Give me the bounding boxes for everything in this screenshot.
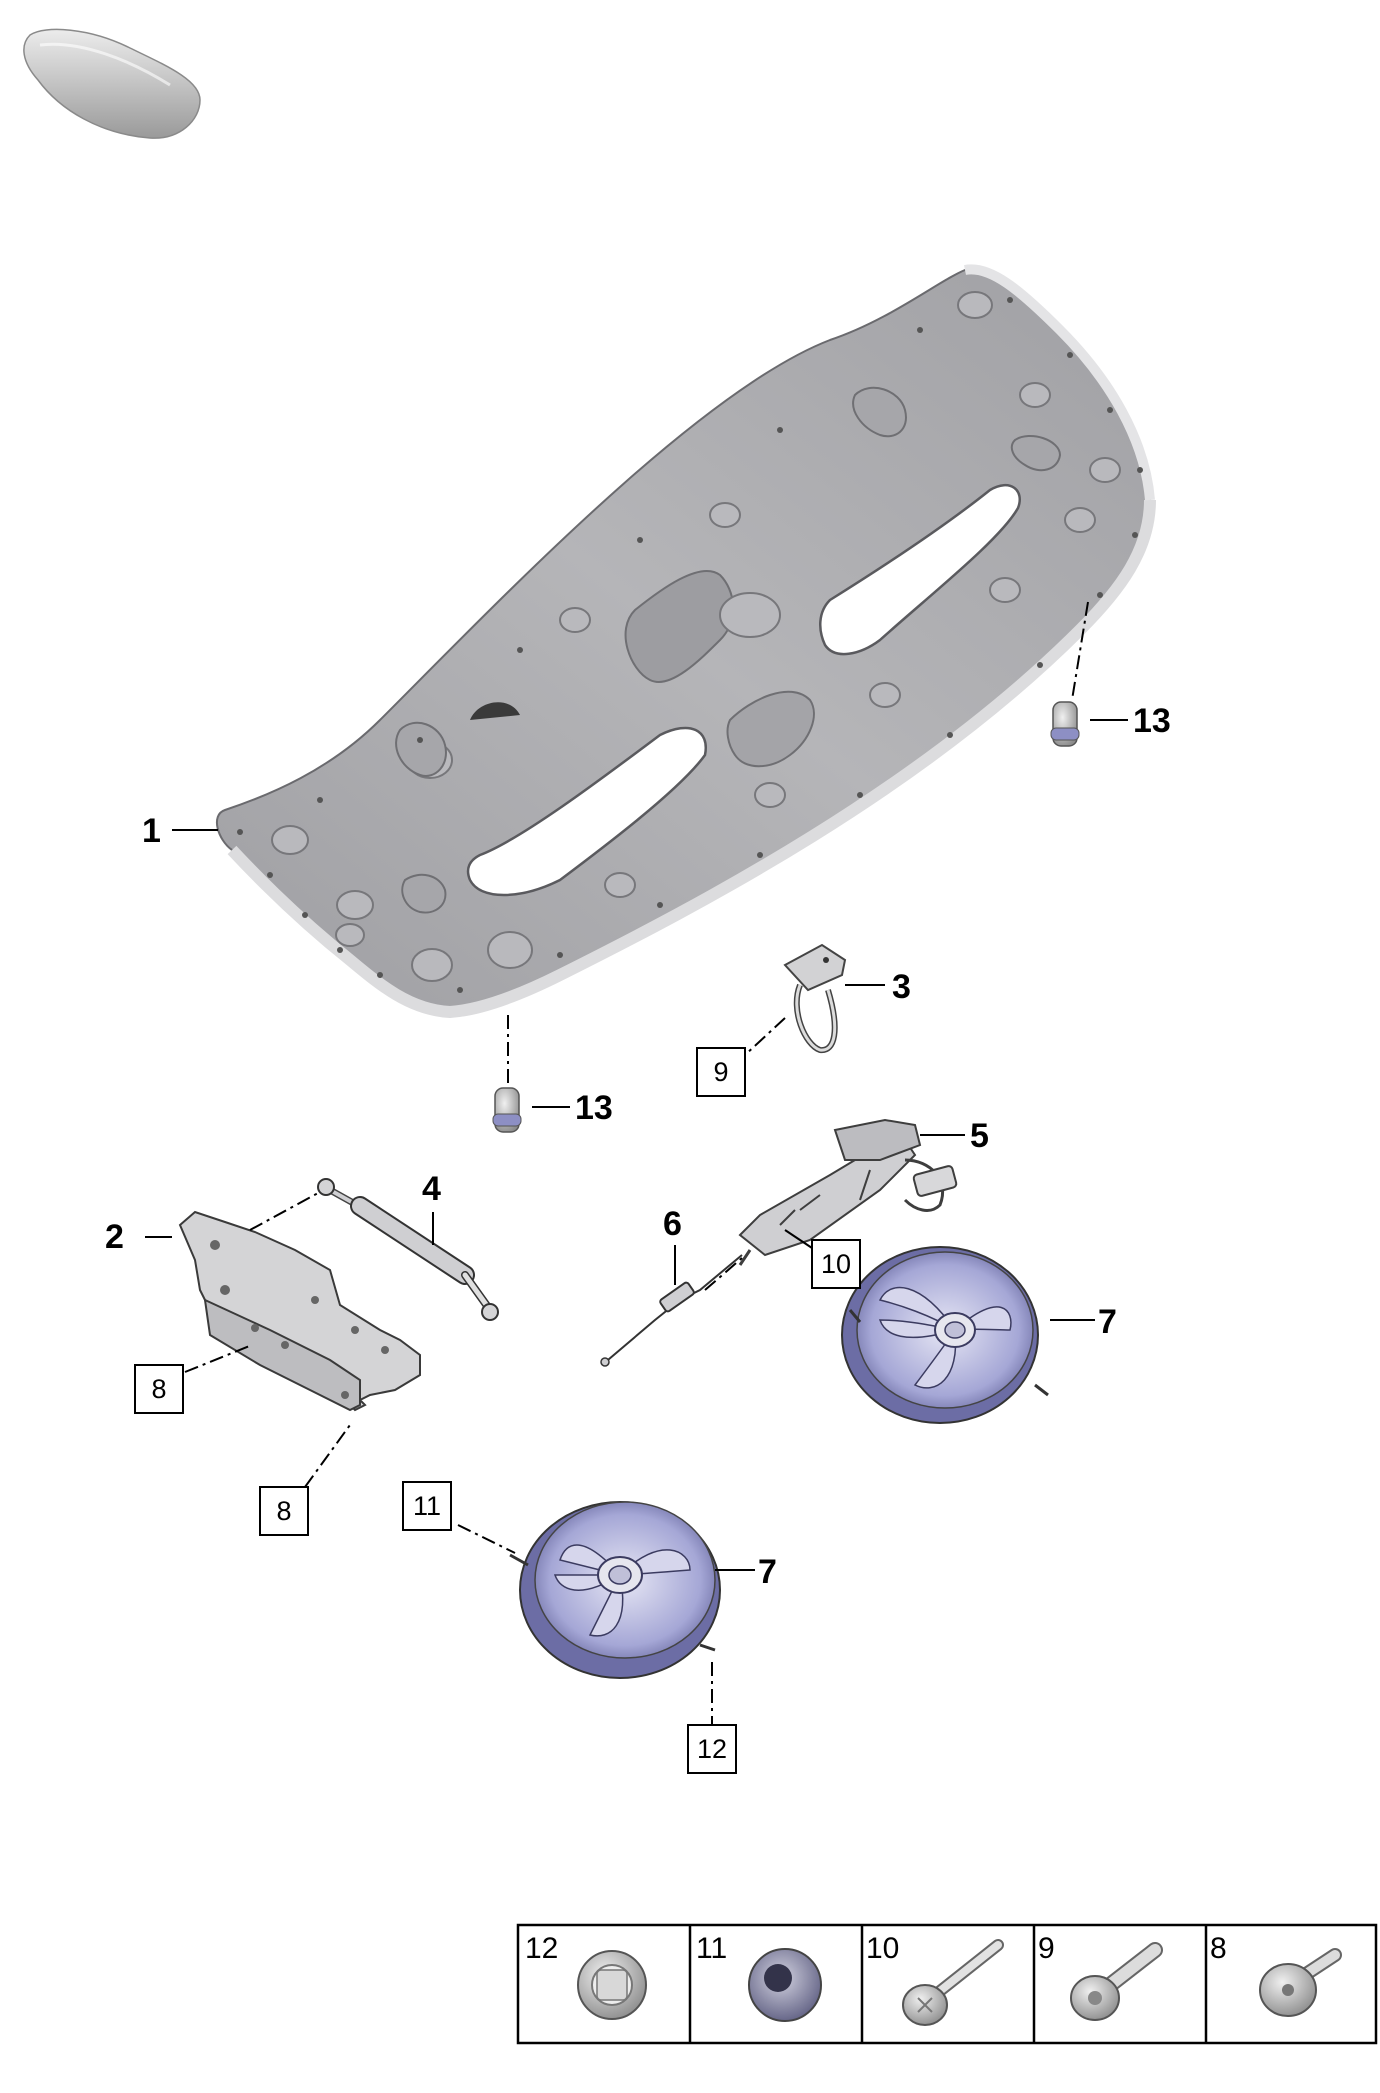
svg-text:8: 8 — [276, 1496, 291, 1526]
svg-text:10: 10 — [821, 1249, 851, 1279]
boxed-ref-9: 9 — [696, 1047, 746, 1097]
callout-5: 5 — [970, 1117, 989, 1155]
clip-nut-icon — [577, 1950, 647, 2020]
boxed-ref-8-lower: 8 — [259, 1486, 309, 1536]
table-cell: 12 — [525, 1932, 647, 2020]
long-bolt-icon — [902, 1939, 1004, 2026]
svg-text:10: 10 — [866, 1932, 899, 1965]
svg-text:8: 8 — [151, 1374, 166, 1404]
table-cell: 8 — [1210, 1932, 1342, 2017]
boxed-ref-10: 10 — [811, 1239, 861, 1289]
leader-6-dash — [704, 1257, 743, 1291]
boxed-ref-8-upper: 8 — [134, 1364, 184, 1414]
svg-text:9: 9 — [713, 1057, 728, 1087]
clip-nut-upper — [1050, 701, 1080, 747]
callout-13-upper: 13 — [1133, 702, 1171, 740]
leader-8b-dash — [304, 1424, 351, 1488]
leader-2-dash — [249, 1191, 321, 1231]
release-cable-part — [600, 1254, 743, 1367]
grommet-icon — [748, 1948, 822, 2022]
svg-text:11: 11 — [696, 1932, 727, 1965]
callout-3: 3 — [892, 968, 911, 1006]
leader-10 — [784, 1229, 816, 1251]
callout-7-lower: 7 — [758, 1553, 777, 1591]
svg-text:11: 11 — [413, 1491, 441, 1521]
leader-8a-dash — [184, 1344, 253, 1373]
svg-text:9: 9 — [1038, 1932, 1055, 1965]
callout-7-upper: 7 — [1098, 1303, 1117, 1341]
fastener-table: 12 11 10 9 — [516, 1923, 1378, 2045]
hinge-bracket-part — [178, 1210, 421, 1412]
trunk-lid-trim-panel — [215, 264, 1156, 1019]
boxed-ref-12: 12 — [687, 1724, 737, 1774]
leader-13-upper-dash — [1071, 601, 1089, 701]
lock-actuator-part — [738, 1118, 958, 1266]
table-cell: 9 — [1038, 1932, 1163, 2021]
gas-strut-part — [317, 1178, 499, 1321]
callout-6: 6 — [663, 1205, 682, 1243]
vehicle-location-icon — [23, 28, 201, 139]
leader-11-dash — [457, 1524, 516, 1554]
svg-text:12: 12 — [525, 1932, 558, 1965]
fan-upper-part — [841, 1246, 1049, 1424]
callout-4: 4 — [422, 1170, 441, 1208]
leader-9-dash — [744, 1017, 786, 1056]
callout-13-lower: 13 — [575, 1089, 613, 1127]
loop-bracket-part — [783, 943, 847, 1054]
table-cell: 11 — [696, 1932, 822, 2022]
table-cell: 10 — [866, 1932, 1004, 2026]
callout-2: 2 — [105, 1218, 124, 1256]
svg-text:12: 12 — [697, 1734, 727, 1764]
callout-1: 1 — [142, 812, 161, 850]
boxed-ref-11: 11 — [402, 1481, 452, 1531]
svg-text:8: 8 — [1210, 1932, 1227, 1965]
fan-lower-part — [509, 1501, 721, 1679]
clip-nut-lower — [492, 1087, 522, 1133]
shoulder-bolt-icon — [1070, 1942, 1163, 2021]
short-bolt-icon — [1259, 1948, 1342, 2017]
